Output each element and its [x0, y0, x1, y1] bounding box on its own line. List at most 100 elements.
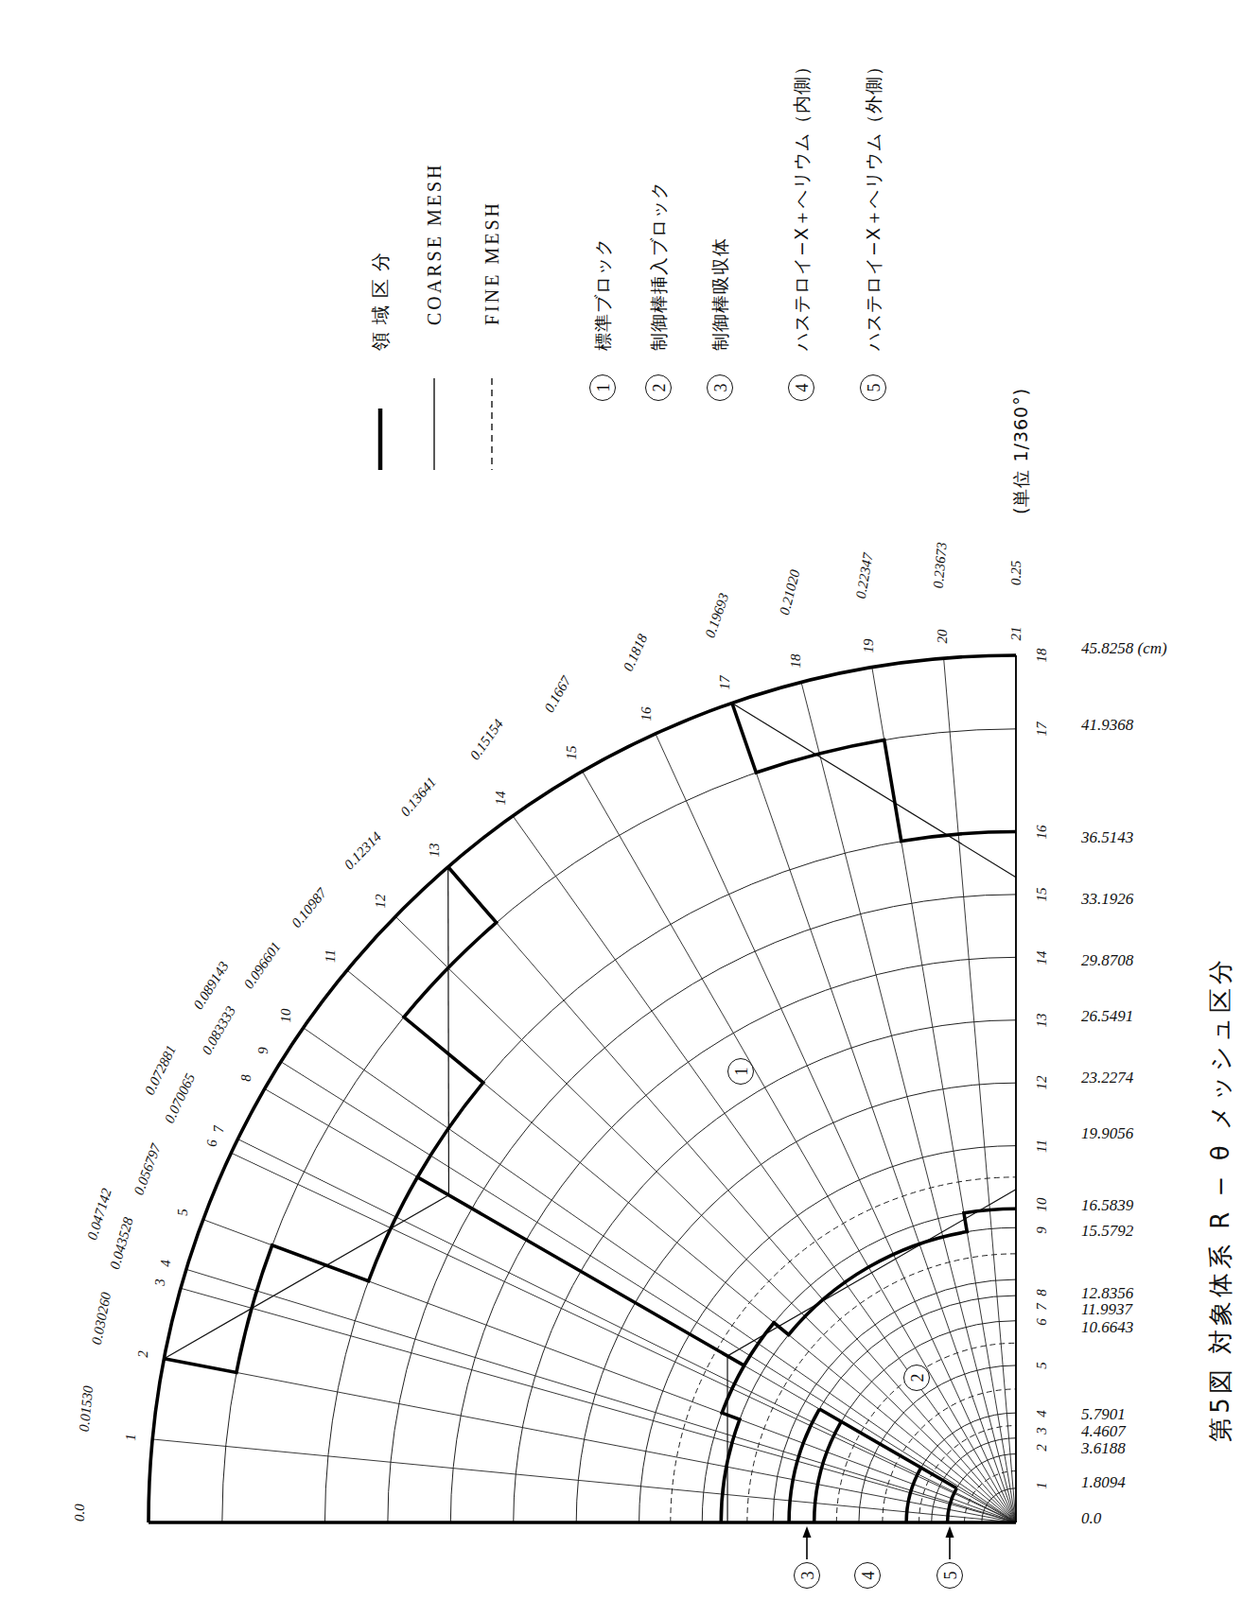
callout-circle: 2 — [645, 374, 672, 402]
region-boundary — [819, 1409, 957, 1489]
region-boundary — [148, 655, 1016, 1523]
radius-value: 23.2274 — [1080, 1069, 1135, 1086]
radius-value: 41.9368 — [1080, 717, 1135, 734]
radius-index: 13 — [1034, 1013, 1050, 1030]
angle-index: 7 — [210, 1125, 226, 1136]
legend-samples — [380, 378, 492, 471]
angle-value: 0.25 — [1009, 560, 1024, 587]
callout-number: 2 — [649, 384, 667, 393]
angle-value: 0.1667 — [542, 672, 576, 716]
callout-number: 4 — [792, 384, 810, 393]
callout-circle: 2 — [903, 1365, 930, 1392]
angle-value: 0.047142 — [84, 1186, 114, 1243]
mesh-arc — [772, 1279, 1016, 1523]
callout-circle: 4 — [787, 374, 815, 402]
callout-circle: 5 — [936, 1562, 963, 1590]
angle-index: 10 — [278, 1007, 293, 1024]
region-boundaries — [148, 655, 1016, 1523]
angle-value: 0.10987 — [288, 885, 331, 932]
legend-swatch — [490, 378, 492, 471]
legend-description: 標準ブロック — [594, 236, 613, 352]
callout-circle: 1 — [589, 374, 616, 402]
radius-index: 5 — [1034, 1361, 1050, 1371]
radius-value: 1.8094 — [1080, 1474, 1127, 1491]
angle-value: 0.070065 — [162, 1070, 199, 1127]
callout-circle: 3 — [706, 374, 734, 402]
angle-value: 0.22347 — [853, 550, 875, 601]
radius-value: 26.5491 — [1080, 1008, 1135, 1025]
radius-index: 6 — [1034, 1317, 1050, 1328]
angle-index: 5 — [175, 1207, 191, 1218]
radius-value: 12.8356 — [1080, 1285, 1135, 1302]
mesh-ray — [448, 867, 1016, 1523]
radius-value: 15.5792 — [1080, 1223, 1135, 1240]
legend-label: 領域区分 — [370, 244, 390, 352]
radius-value: 11.9937 — [1080, 1301, 1134, 1318]
radius-index: 10 — [1034, 1197, 1050, 1214]
radius-value: 36.5143 — [1080, 829, 1135, 846]
fine-mesh — [670, 1177, 1016, 1523]
callout-circle: 4 — [854, 1562, 881, 1590]
angle-index: 21 — [1009, 626, 1024, 643]
hexagon-edge — [447, 867, 450, 1196]
radius-value: 16.5839 — [1080, 1197, 1135, 1214]
region-boundary — [148, 1521, 1016, 1525]
angle-index: 19 — [861, 638, 876, 655]
coarse-mesh — [148, 655, 1016, 1523]
angle-value: 0.083333 — [198, 1003, 239, 1059]
arrow-line — [805, 1536, 808, 1560]
angle-index: 8 — [238, 1073, 253, 1084]
radius-value: 3.6188 — [1080, 1440, 1127, 1457]
radius-index: 14 — [1034, 950, 1050, 967]
radius-index: 7 — [1034, 1302, 1050, 1313]
hexagon-edge — [727, 1190, 1016, 1523]
angle-value: 0.19693 — [702, 590, 733, 641]
angle-index: 17 — [717, 674, 733, 691]
callout-circle: 1 — [727, 1058, 754, 1085]
angle-index: 13 — [426, 842, 441, 859]
hexagon-edge — [732, 702, 1016, 877]
region-boundary — [164, 1177, 419, 1374]
mesh-arc — [387, 894, 1016, 1523]
callout-number: 5 — [864, 384, 882, 393]
callout-number: 2 — [908, 1374, 926, 1383]
angle-value: 0.21020 — [777, 567, 804, 618]
angle-index: 16 — [639, 705, 654, 722]
mesh-ray — [1015, 655, 1017, 1523]
radius-index: 11 — [1034, 1138, 1050, 1155]
radius-index: 2 — [1034, 1443, 1050, 1453]
angle-value: 0.056797 — [131, 1141, 164, 1199]
radius-value: 0.0 — [1080, 1510, 1103, 1527]
mesh-ray — [280, 1062, 1016, 1523]
callout-number: 3 — [798, 1572, 816, 1581]
radius-index: 15 — [1034, 887, 1050, 904]
radius-index: 12 — [1034, 1075, 1050, 1092]
mesh-arc — [222, 729, 1016, 1523]
legend-label: COARSE MESH — [424, 161, 444, 327]
region-boundary — [720, 1208, 1016, 1523]
angle-index: 12 — [372, 893, 387, 910]
radius-value: 4.4607 — [1080, 1423, 1127, 1440]
mesh-ray — [230, 1153, 1016, 1523]
mesh-ray — [148, 1522, 1016, 1524]
angle-index: 6 — [204, 1139, 219, 1150]
pointer-arrows — [803, 1526, 955, 1560]
radius-index: 1 — [1034, 1481, 1050, 1491]
radius-index: 16 — [1034, 824, 1050, 841]
radius-index: 4 — [1034, 1409, 1050, 1419]
callout-circle: 5 — [859, 374, 887, 402]
mesh-arc — [324, 831, 1016, 1523]
mesh-arc — [576, 1083, 1016, 1523]
mesh-ray — [164, 1359, 1016, 1523]
mesh-arc — [513, 1020, 1016, 1523]
mesh-ray — [303, 1028, 1016, 1523]
radius-index: 9 — [1034, 1225, 1050, 1236]
angle-value: 0.1818 — [620, 630, 651, 675]
fine-mesh-arc — [670, 1177, 1016, 1523]
angle-index: 20 — [934, 629, 949, 646]
angle-value: 0.096601 — [241, 939, 285, 993]
legend-description: ハステロイ−X＋ヘリウム（内側） — [792, 55, 811, 352]
region-boundary — [906, 1468, 922, 1523]
region-boundary — [732, 702, 1016, 841]
